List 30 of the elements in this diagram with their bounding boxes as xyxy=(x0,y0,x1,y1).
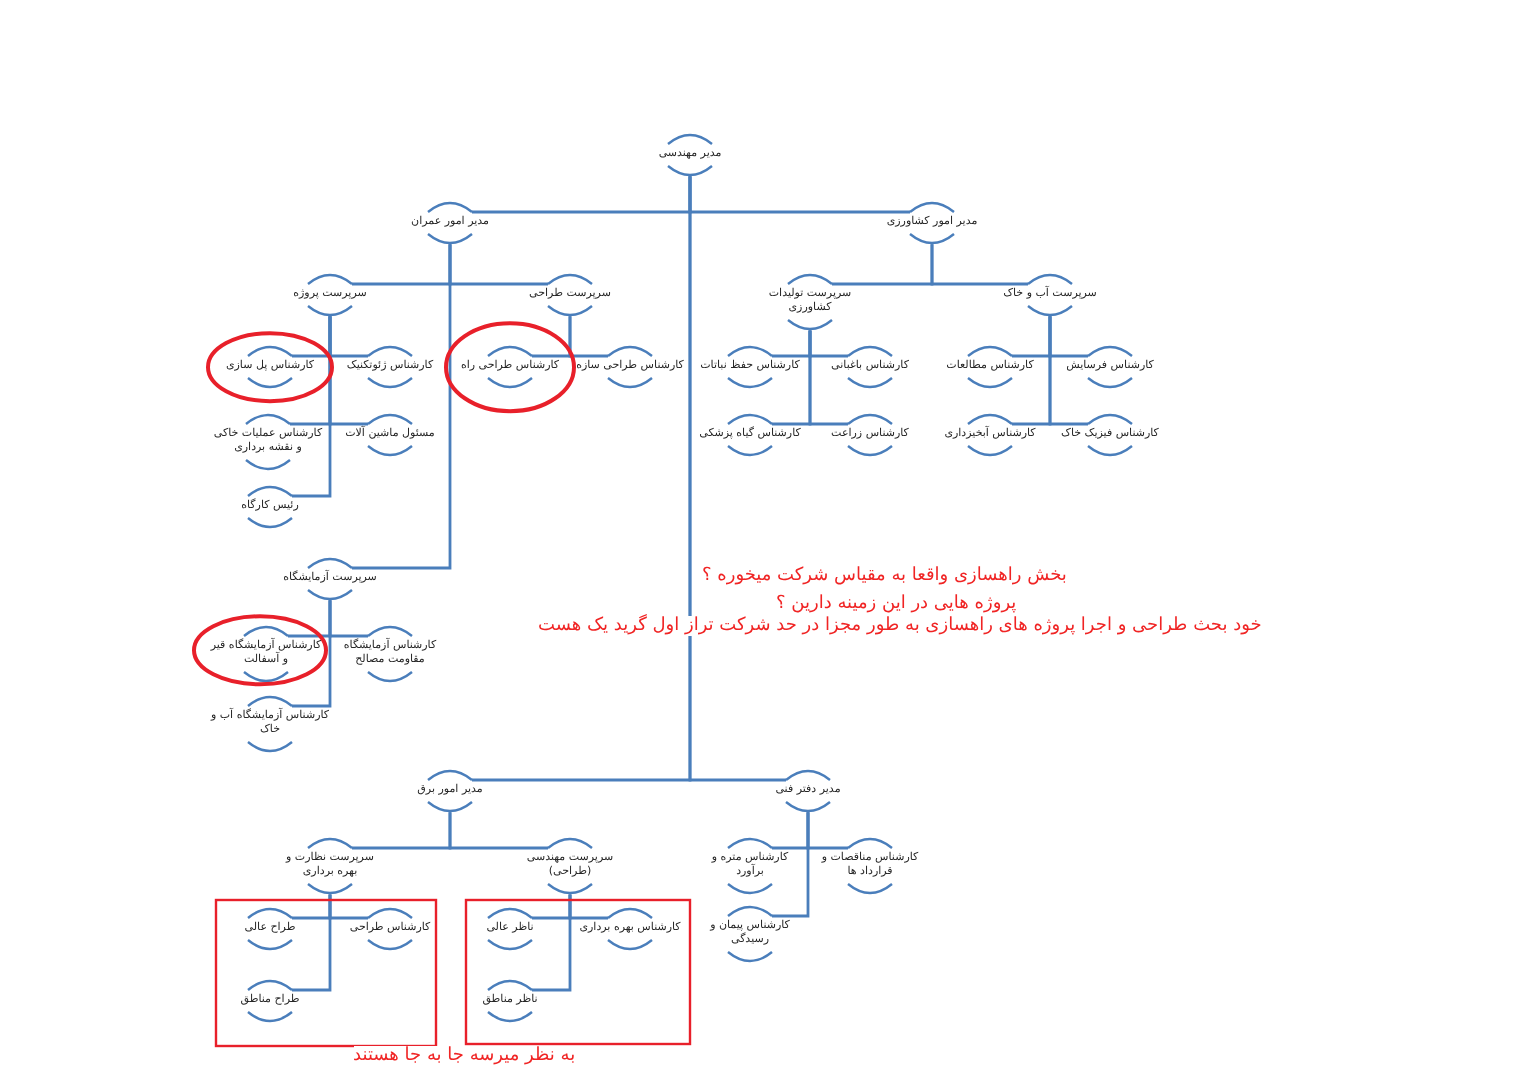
connector-line xyxy=(808,330,848,426)
connector-line xyxy=(292,600,332,708)
org-chart-node xyxy=(340,414,440,457)
org-chart-node xyxy=(524,838,616,895)
annotation-note: پروژه هایی در این زمینه دارین ؟ xyxy=(776,593,1017,615)
connector-line xyxy=(568,316,608,358)
org-chart-node xyxy=(764,274,856,331)
org-chart-node xyxy=(340,626,440,683)
connector-line xyxy=(688,176,786,782)
connector-line xyxy=(532,894,572,992)
org-chart-node xyxy=(210,414,326,471)
annotation-note: به نظر میرسه جا به جا هستند xyxy=(353,1045,576,1067)
org-chart-node xyxy=(706,838,794,895)
connector-line xyxy=(448,812,548,850)
connector-line xyxy=(772,812,810,918)
org-chart-node xyxy=(694,414,806,457)
connector-line xyxy=(292,894,332,992)
org-chart-node xyxy=(574,346,686,389)
connector-line xyxy=(1048,316,1088,426)
connector-line xyxy=(930,244,1028,286)
org-chart-node xyxy=(818,838,922,895)
org-chart-node xyxy=(344,908,436,951)
org-chart-node xyxy=(704,906,796,963)
org-chart-node xyxy=(208,696,332,753)
annotation-note: بخش راهسازی واقعا به مقیاس شرکت میخوره ؟ xyxy=(702,565,1067,587)
org-chart-node xyxy=(208,626,324,683)
connector-line xyxy=(352,244,452,570)
annotation-note: خود بحث طراحی و اجرا پروژه های راهسازی به طور مجزا در حد شرکت تراز اول گرید یک هست xyxy=(538,615,1262,637)
connector-line xyxy=(292,316,332,498)
org-chart-node xyxy=(282,838,378,895)
